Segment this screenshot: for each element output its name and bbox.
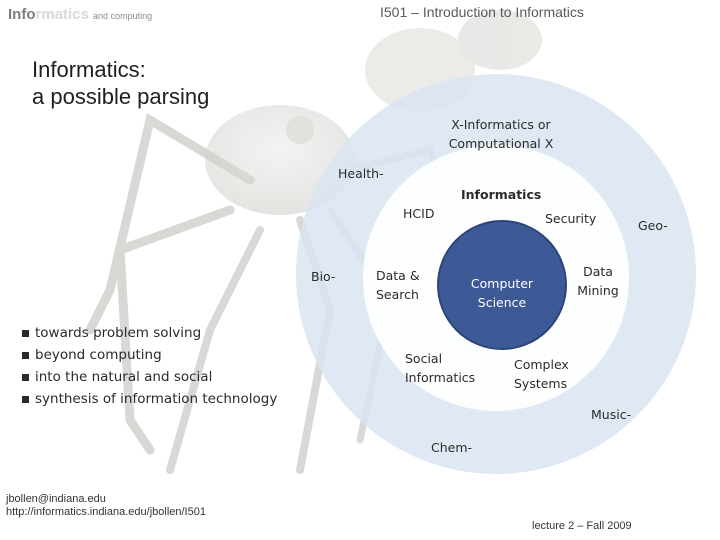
- outer-ring-label-line1: X-Informatics or: [451, 117, 551, 132]
- label-bio: Bio-: [311, 269, 336, 284]
- label-geo: Geo-: [638, 218, 668, 233]
- brand-logo-suffix: and computing: [93, 11, 153, 21]
- label-social-line1: Social: [405, 351, 443, 366]
- bullet-square-icon: [22, 329, 29, 337]
- label-security: Security: [545, 211, 597, 226]
- slide-title-line1: Informatics:: [32, 57, 146, 82]
- brand-logo: Informatics and computing: [8, 6, 152, 23]
- slide-title-line2: a possible parsing: [32, 84, 210, 109]
- list-item: into the natural and social: [22, 366, 277, 388]
- label-data-mining-line1: Data: [583, 264, 613, 279]
- list-item-text: into the natural and social: [35, 369, 213, 385]
- core-circle: [437, 220, 567, 350]
- course-title: I501 – Introduction to Informatics: [380, 4, 584, 20]
- list-item: synthesis of information technology: [22, 388, 277, 410]
- list-item-text: towards problem solving: [35, 325, 202, 341]
- bullet-list: towards problem solving beyond computing…: [22, 322, 277, 410]
- core-label: Computer Science: [452, 274, 552, 312]
- slide-title: Informatics: a possible parsing: [32, 56, 209, 110]
- label-hcid: HCID: [403, 206, 435, 221]
- label-complex-line2: Systems: [514, 376, 568, 391]
- outer-ring-label: X-Informatics or Computational X: [426, 115, 576, 153]
- core-label-line2: Science: [477, 295, 527, 310]
- list-item-text: synthesis of information technology: [35, 391, 278, 407]
- label-music: Music-: [591, 407, 632, 422]
- label-complex-line1: Complex: [514, 357, 569, 372]
- core-label-line1: Computer: [470, 276, 534, 291]
- label-social-informatics: Social Informatics: [405, 349, 475, 387]
- label-data-mining: Data Mining: [568, 262, 628, 300]
- bullet-square-icon: [22, 373, 29, 381]
- label-social-line2: Informatics: [405, 370, 476, 385]
- label-chem: Chem-: [431, 440, 473, 455]
- footer-contact: jbollen@indiana.edu http://informatics.i…: [6, 493, 206, 519]
- list-item: beyond computing: [22, 344, 277, 366]
- bullet-square-icon: [22, 395, 29, 403]
- bullet-square-icon: [22, 351, 29, 359]
- middle-ring-label: Informatics: [461, 187, 542, 202]
- list-item-text: beyond computing: [35, 347, 162, 363]
- label-data-search: Data & Search: [376, 266, 420, 304]
- footer-lecture: lecture 2 – Fall 2009: [532, 520, 632, 532]
- label-data-search-line2: Search: [376, 287, 419, 302]
- label-health: Health-: [338, 166, 384, 181]
- brand-logo-faded: rmatics: [35, 6, 89, 23]
- footer-url: http://informatics.indiana.edu/jbollen/I…: [6, 506, 206, 518]
- label-data-search-line1: Data &: [376, 268, 420, 283]
- label-data-mining-line2: Mining: [577, 283, 619, 298]
- footer-email: jbollen@indiana.edu: [6, 493, 106, 505]
- label-complex-systems: Complex Systems: [514, 355, 569, 393]
- brand-logo-strong: Info: [8, 6, 36, 23]
- list-item: towards problem solving: [22, 322, 277, 344]
- outer-ring-label-line2: Computational X: [448, 136, 554, 151]
